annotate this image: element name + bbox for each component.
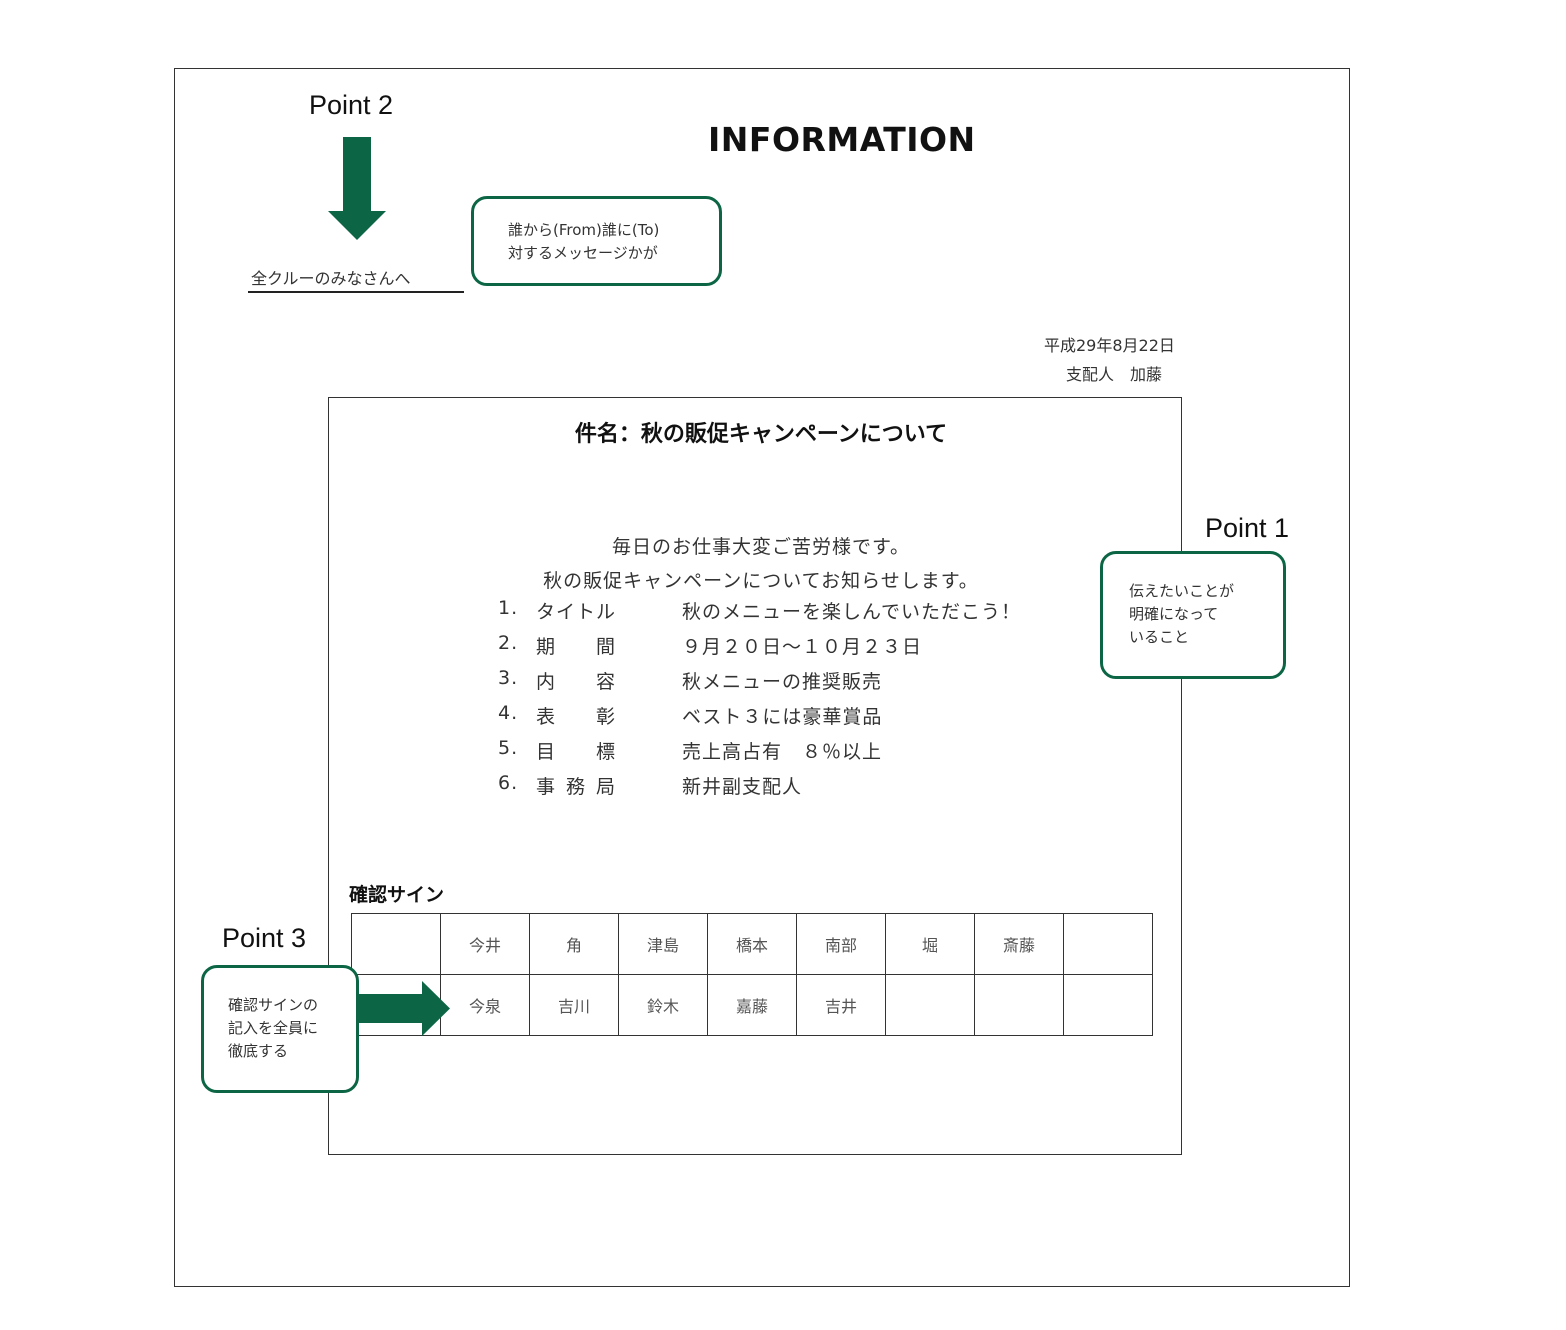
- item-value: 売上高占有 ８％以上: [682, 741, 883, 763]
- point3-text-line: 確認サインの: [228, 996, 319, 1014]
- table-row: 今井 角 津島 橋本 南部 堀 斎藤: [351, 913, 1153, 975]
- point3-text-line: 徹底する: [228, 1042, 289, 1060]
- sign-section-label: 確認サイン: [349, 884, 445, 906]
- point2-text-line: 対するメッセージかが: [508, 244, 658, 262]
- sender: 支配人 加藤: [1066, 365, 1163, 384]
- notice-box: [328, 397, 1182, 1155]
- point3-callout: 確認サインの 記入を全員に 徹底する: [201, 965, 359, 1093]
- arrow-right-icon: [356, 981, 450, 1036]
- page-title: INFORMATION: [708, 120, 976, 159]
- sign-cell[interactable]: 鈴木: [618, 974, 708, 1036]
- point1-text-line: 伝えたいことが: [1129, 582, 1235, 600]
- point2-callout: 誰から(From)誰に(To) 対するメッセージかが: [471, 196, 722, 286]
- notice-subject: 件名：秋の販促キャンペーンについて: [574, 422, 948, 447]
- sign-cell[interactable]: 津島: [618, 913, 708, 975]
- date: 平成29年8月22日: [1044, 336, 1175, 355]
- greeting-line-2: 秋の販促キャンペーンについてお知らせします。: [543, 570, 979, 592]
- sign-cell[interactable]: 角: [529, 913, 619, 975]
- arrow-down-icon: [328, 137, 386, 240]
- item-number: 5.: [498, 737, 519, 759]
- item-value: 秋のメニューを楽しんでいただこう！: [682, 601, 1022, 623]
- sign-cell[interactable]: [351, 913, 441, 975]
- point1-text-line: いること: [1129, 628, 1190, 646]
- to-line: 全クルーのみなさんへ: [248, 265, 464, 293]
- item-value: ９月２０日～１０月２３日: [682, 636, 923, 658]
- item-label: 内容: [536, 671, 616, 693]
- item-label: タイトル: [536, 601, 617, 623]
- sign-cell[interactable]: 南部: [796, 913, 886, 975]
- item-number: 4.: [498, 702, 519, 724]
- sign-cell[interactable]: 今井: [440, 913, 530, 975]
- item-label: 目標: [536, 741, 616, 763]
- sign-cell[interactable]: [885, 974, 975, 1036]
- sign-cell[interactable]: 吉川: [529, 974, 619, 1036]
- sign-cell[interactable]: 吉井: [796, 974, 886, 1036]
- item-value: 秋メニューの推奨販売: [682, 671, 883, 693]
- document-page: [174, 68, 1350, 1287]
- point2-text-line: 誰から(From)誰に(To): [508, 221, 660, 239]
- item-value: ベスト３には豪華賞品: [682, 706, 883, 728]
- greeting-line-1: 毎日のお仕事大変ご苦労様です。: [611, 536, 911, 558]
- item-number: 3.: [498, 667, 519, 689]
- item-number: 2.: [498, 632, 519, 654]
- item-number: 1.: [498, 597, 519, 619]
- sign-cell[interactable]: 斎藤: [974, 913, 1064, 975]
- sign-cell[interactable]: [1063, 913, 1153, 975]
- sign-table: 今井 角 津島 橋本 南部 堀 斎藤 今泉 吉川 鈴木 嘉藤 吉井: [351, 913, 1153, 1036]
- point1-label: Point 1: [1205, 513, 1290, 543]
- point1-callout: 伝えたいことが 明確になって いること: [1100, 551, 1286, 679]
- item-label: 事務局: [536, 776, 616, 798]
- item-label: 表彰: [536, 706, 616, 728]
- sign-cell[interactable]: 橋本: [707, 913, 797, 975]
- point3-text-line: 記入を全員に: [228, 1019, 319, 1037]
- sign-cell[interactable]: 堀: [885, 913, 975, 975]
- point2-label: Point 2: [309, 90, 394, 120]
- sign-cell[interactable]: [974, 974, 1064, 1036]
- point3-label: Point 3: [222, 923, 307, 953]
- point1-text-line: 明確になって: [1129, 605, 1219, 623]
- item-number: 6.: [498, 772, 519, 794]
- sign-cell[interactable]: [1063, 974, 1153, 1036]
- item-label: 期間: [536, 636, 616, 658]
- sign-cell[interactable]: 嘉藤: [707, 974, 797, 1036]
- sign-cell[interactable]: 今泉: [440, 974, 530, 1036]
- table-row: 今泉 吉川 鈴木 嘉藤 吉井: [351, 974, 1153, 1036]
- item-value: 新井副支配人: [682, 776, 803, 798]
